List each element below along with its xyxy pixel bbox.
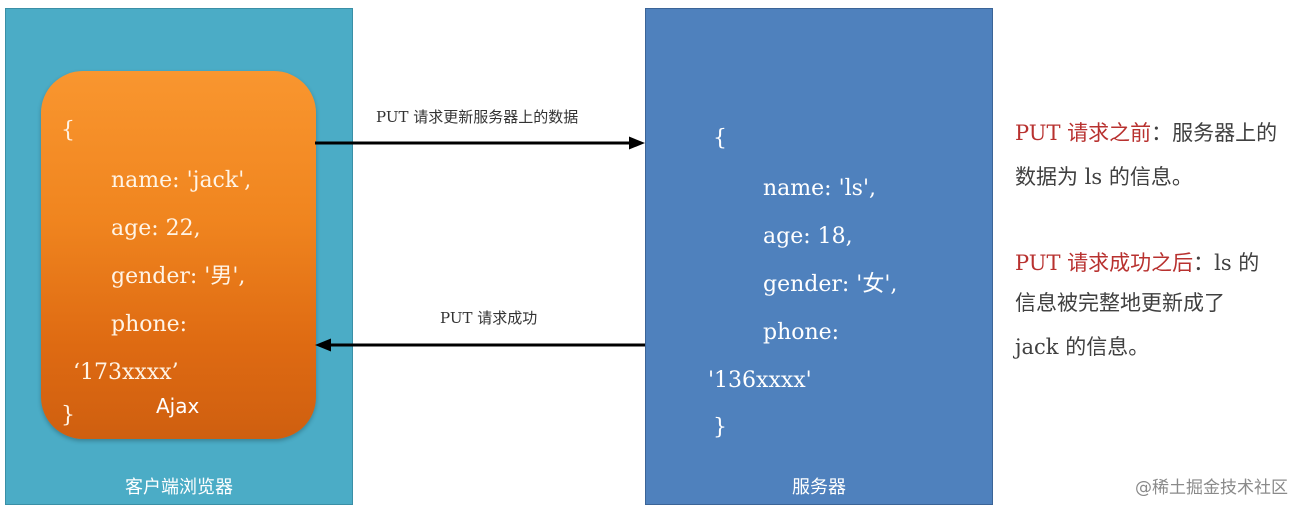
note-after-highlight: PUT 请求成功之后	[1015, 251, 1194, 275]
client-code-phone-value: ‘173xxxx’	[73, 360, 179, 385]
client-code-open-brace: {	[61, 118, 75, 143]
server-panel-label: 服务器	[792, 477, 846, 498]
server-code-gender: gender: '女',	[763, 272, 898, 297]
client-code-phone-key: phone:	[111, 312, 188, 337]
note-before-line-1: PUT 请求之前：服务器上的	[1015, 120, 1277, 146]
note-after-line-3: jack 的信息。	[1015, 335, 1150, 359]
response-arrow-label: PUT 请求成功	[440, 309, 538, 327]
client-panel-label: 客户端浏览器	[125, 477, 233, 498]
ajax-label: Ajax	[156, 394, 200, 418]
client-code-name: name: 'jack',	[111, 168, 252, 193]
note-after-line-2: 信息被完整地更新成了	[1015, 291, 1225, 315]
note-after-rest: ：ls 的	[1193, 251, 1260, 275]
request-arrow-label: PUT 请求更新服务器上的数据	[376, 108, 579, 126]
note-before-line-2: 数据为 ls 的信息。	[1015, 165, 1193, 189]
watermark: @稀土掘金技术社区	[1135, 478, 1288, 498]
note-before-highlight: PUT 请求之前	[1015, 121, 1152, 145]
server-code-close-brace: }	[713, 415, 727, 440]
ajax-request-box: { name: 'jack', age: 22, gender: '男', ph…	[41, 71, 316, 439]
note-after-line-1: PUT 请求成功之后：ls 的	[1015, 250, 1259, 276]
server-code-age: age: 18,	[763, 224, 853, 249]
client-code-close-brace: }	[61, 403, 75, 428]
request-arrow-head	[629, 136, 645, 150]
client-code-age: age: 22,	[111, 216, 201, 241]
server-code-name: name: 'ls',	[763, 176, 876, 201]
server-code-phone-key: phone:	[763, 320, 840, 345]
server-panel: { name: 'ls', age: 18, gender: '女', phon…	[645, 8, 993, 505]
client-browser-panel: { name: 'jack', age: 22, gender: '男', ph…	[5, 8, 353, 505]
client-code-gender: gender: '男',	[111, 264, 246, 289]
note-before-rest: ：服务器上的	[1151, 121, 1278, 145]
server-code-phone-value: '136xxxx'	[708, 368, 812, 393]
server-code-open-brace: {	[713, 126, 727, 151]
